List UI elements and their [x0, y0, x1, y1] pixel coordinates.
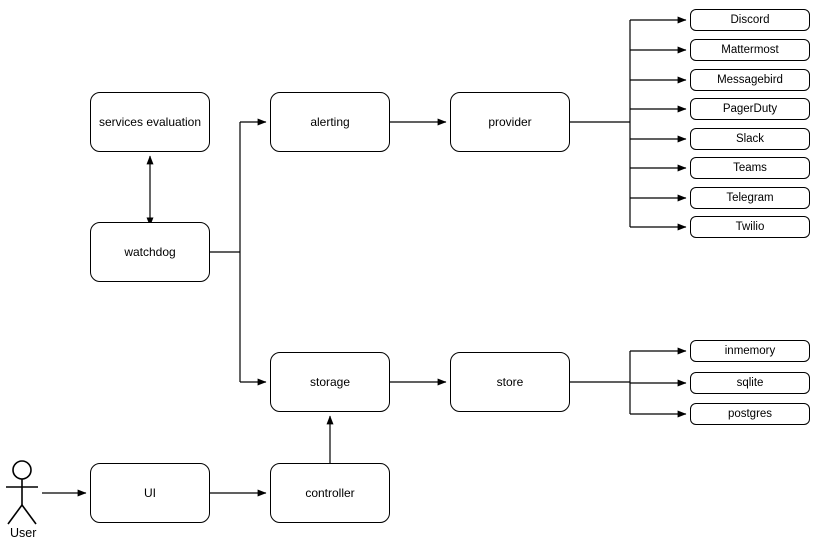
- node-storage[interactable]: storage: [270, 352, 390, 412]
- node-label: controller: [305, 486, 355, 500]
- node-label: Mattermost: [721, 44, 779, 56]
- stick-figure-actor-icon: [6, 460, 38, 525]
- node-label: services evaluation: [98, 115, 202, 129]
- node-store-postgres[interactable]: postgres: [690, 403, 810, 425]
- node-label: Telegram: [726, 192, 774, 204]
- node-label: provider: [488, 115, 532, 129]
- node-provider-mattermost[interactable]: Mattermost: [690, 39, 810, 61]
- node-label: sqlite: [736, 377, 764, 389]
- node-ui[interactable]: UI: [90, 463, 210, 523]
- node-label: PagerDuty: [722, 103, 778, 115]
- node-label: Discord: [730, 14, 770, 26]
- node-provider-slack[interactable]: Slack: [690, 128, 810, 150]
- node-provider-telegram[interactable]: Telegram: [690, 187, 810, 209]
- node-services-evaluation[interactable]: services evaluation: [90, 92, 210, 152]
- node-label: storage: [309, 375, 351, 389]
- node-controller[interactable]: controller: [270, 463, 390, 523]
- actor-label-user: User: [10, 526, 37, 540]
- node-label: watchdog: [124, 245, 176, 259]
- node-provider-pagerduty[interactable]: PagerDuty: [690, 98, 810, 120]
- node-label: inmemory: [724, 345, 776, 357]
- node-watchdog[interactable]: watchdog: [90, 222, 210, 282]
- node-provider-teams[interactable]: Teams: [690, 157, 810, 179]
- node-label: Twilio: [735, 221, 765, 233]
- node-label: alerting: [310, 115, 350, 129]
- node-label: Teams: [733, 162, 767, 174]
- node-store-sqlite[interactable]: sqlite: [690, 372, 810, 394]
- node-alerting[interactable]: alerting: [270, 92, 390, 152]
- node-label: UI: [144, 486, 156, 500]
- node-store[interactable]: store: [450, 352, 570, 412]
- node-provider-messagebird[interactable]: Messagebird: [690, 69, 810, 91]
- node-store-inmemory[interactable]: inmemory: [690, 340, 810, 362]
- node-provider-twilio[interactable]: Twilio: [690, 216, 810, 238]
- node-provider-discord[interactable]: Discord: [690, 9, 810, 31]
- node-label: Slack: [735, 133, 765, 145]
- node-label: Messagebird: [717, 74, 783, 86]
- node-label: postgres: [727, 408, 773, 420]
- node-provider[interactable]: provider: [450, 92, 570, 152]
- node-label: store: [496, 375, 524, 389]
